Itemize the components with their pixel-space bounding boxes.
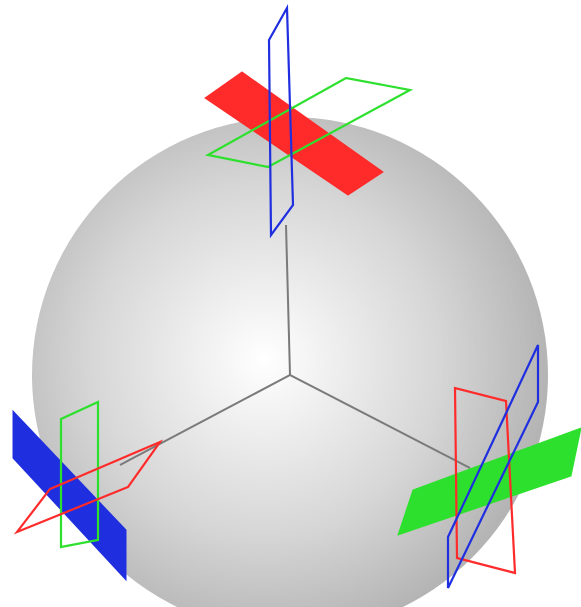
plane-group-lower-right: [397, 344, 581, 589]
blue-outline-plane: [267, 4, 295, 239]
red-filled-plane: [204, 71, 384, 196]
axis-top: [285, 224, 291, 376]
red-outline-plane: [453, 386, 517, 575]
plane-group-lower-left: [12, 400, 164, 582]
red-outline-plane: [13, 439, 164, 535]
axes: [119, 224, 471, 469]
axis-lower-left: [119, 374, 291, 466]
green-outline-plane: [204, 76, 414, 169]
blue-outline-plane: [446, 344, 540, 589]
axis-lower-right: [289, 374, 471, 469]
plane-group-top: [204, 4, 414, 239]
green-outline-plane: [59, 400, 100, 549]
green-filled-plane: [397, 427, 581, 536]
